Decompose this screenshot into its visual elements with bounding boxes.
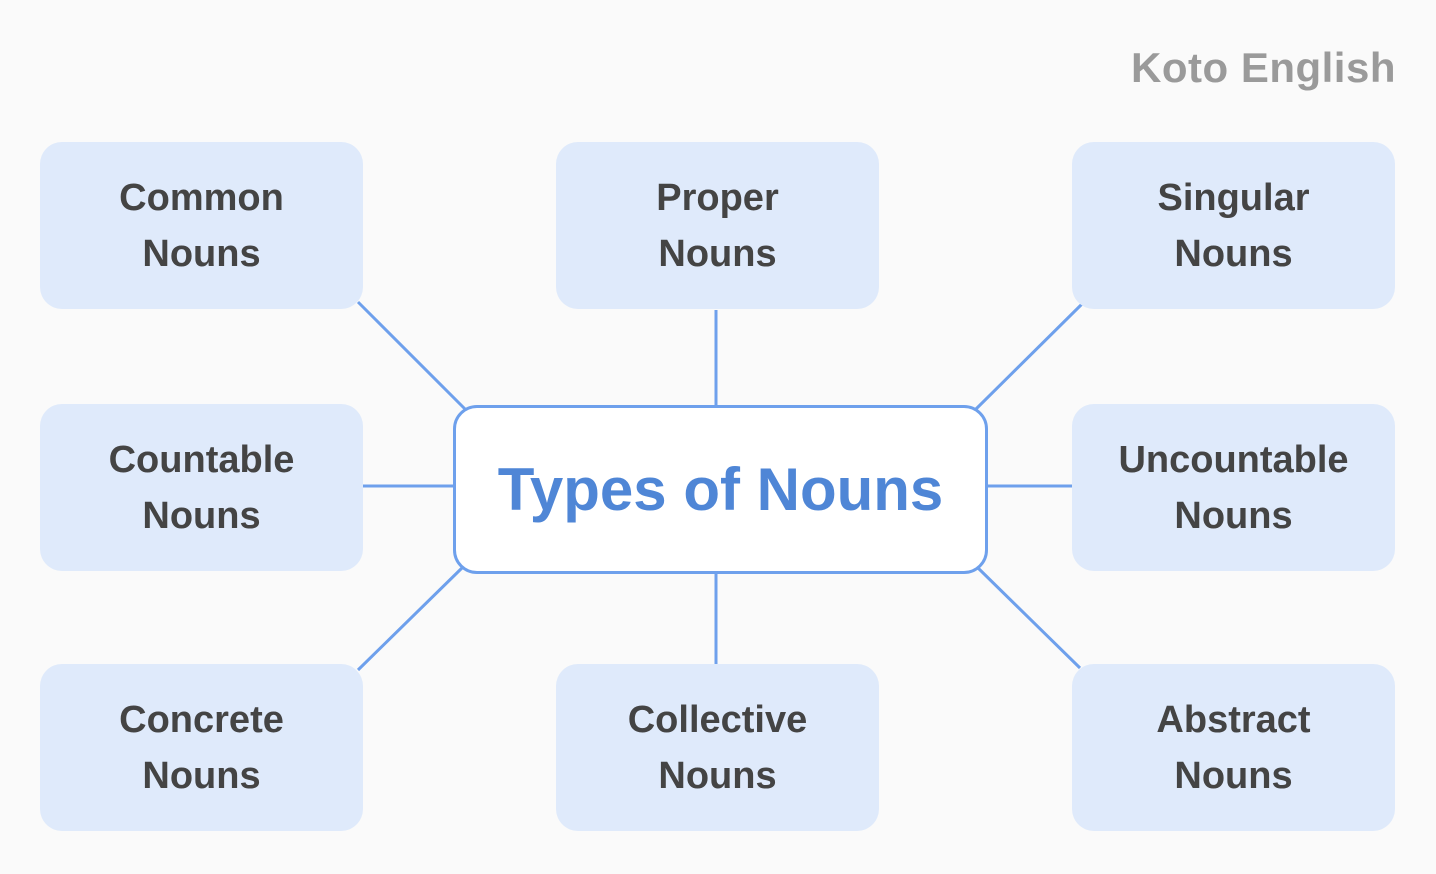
brand-logo-text: Koto English xyxy=(1131,44,1396,91)
node-label: Proper xyxy=(656,176,779,219)
node-label: Collective xyxy=(627,698,808,741)
node-label: Concrete xyxy=(119,698,284,741)
central-topic-title: Types of Nouns xyxy=(497,456,944,523)
node-label: Uncountable xyxy=(1118,438,1349,481)
node-label: Nouns xyxy=(142,754,261,797)
connector-common xyxy=(356,300,468,412)
node-label: Nouns xyxy=(658,232,777,275)
node-label: Nouns xyxy=(658,754,777,797)
node-label: Countable xyxy=(108,438,295,481)
node-label: Nouns xyxy=(142,232,261,275)
connector-abstract xyxy=(974,564,1082,670)
node-label: Abstract xyxy=(1156,698,1311,741)
connector-singular xyxy=(973,302,1084,412)
node-label: Common xyxy=(119,176,284,219)
node-label: Nouns xyxy=(1174,494,1293,537)
node-label: Nouns xyxy=(1174,754,1293,797)
node-label: Singular xyxy=(1157,176,1310,219)
node-label: Nouns xyxy=(1174,232,1293,275)
node-label: Nouns xyxy=(142,494,261,537)
central-topic: Types of Nouns xyxy=(453,405,988,574)
connector-concrete xyxy=(356,564,466,672)
